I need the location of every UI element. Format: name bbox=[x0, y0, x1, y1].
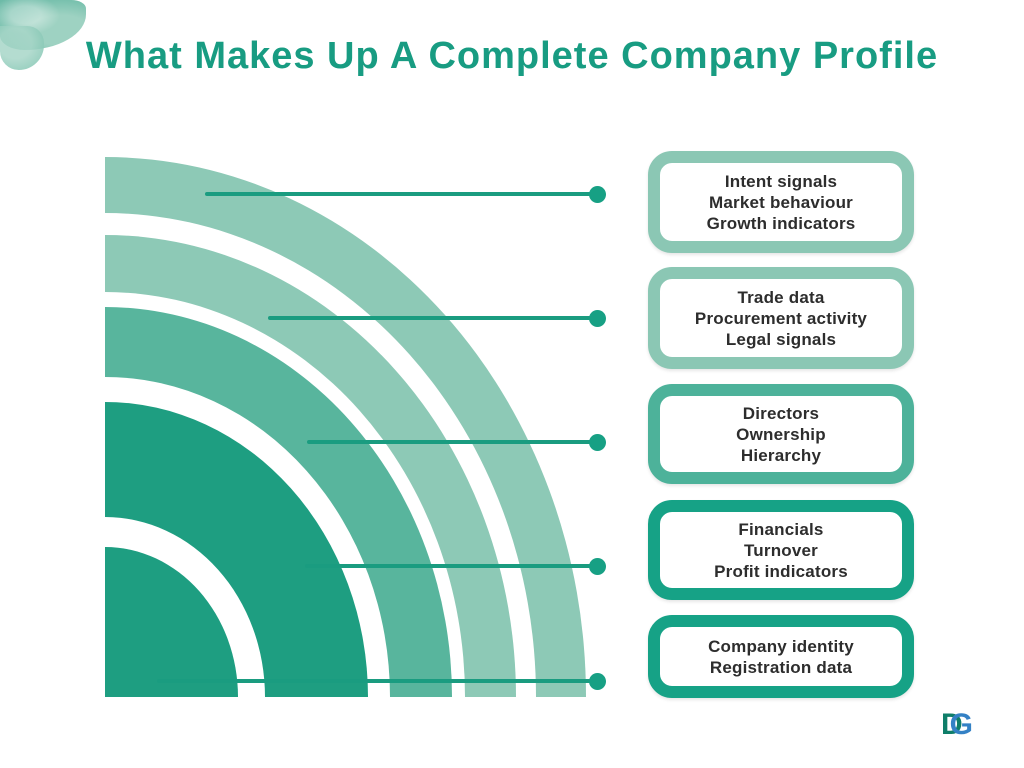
card-trade-data: Trade data Procurement activity Legal si… bbox=[648, 267, 914, 369]
card-text-line: Market behaviour bbox=[709, 192, 853, 212]
connector-dot-1 bbox=[589, 186, 606, 203]
connector-dot-5 bbox=[589, 673, 606, 690]
connector-dot-2 bbox=[589, 310, 606, 327]
card-text-line: Ownership bbox=[736, 424, 826, 444]
connector-dot-4 bbox=[589, 558, 606, 575]
connector-line-1 bbox=[205, 192, 597, 196]
card-text-line: Intent signals bbox=[724, 171, 838, 191]
card-company-identity: Company identity Registration data bbox=[648, 615, 914, 698]
connector-line-3 bbox=[307, 440, 597, 444]
card-financials: Financials Turnover Profit indicators bbox=[648, 500, 914, 600]
card-text-line: Hierarchy bbox=[740, 445, 822, 465]
ring-center-disc bbox=[105, 547, 238, 697]
connector-line-5 bbox=[157, 679, 597, 683]
card-text-line: Financials bbox=[738, 519, 824, 539]
card-text-line: Registration data bbox=[709, 657, 853, 677]
concentric-rings-graphic bbox=[105, 157, 586, 697]
dg-logo: DG bbox=[941, 706, 973, 744]
card-text-line: Procurement activity bbox=[694, 308, 868, 328]
card-text-line: Profit indicators bbox=[714, 561, 848, 581]
card-text-line: Company identity bbox=[708, 636, 854, 656]
card-intent-signals: Intent signals Market behaviour Growth i… bbox=[648, 151, 914, 253]
card-text-line: Turnover bbox=[743, 540, 819, 560]
dg-logo-letter-d: D bbox=[941, 708, 963, 741]
page-title: What Makes Up A Complete Company Profile bbox=[85, 35, 939, 77]
card-text-line: Growth indicators bbox=[706, 213, 856, 233]
card-text-line: Directors bbox=[742, 403, 820, 423]
card-text-line: Trade data bbox=[737, 287, 825, 307]
card-directors: Directors Ownership Hierarchy bbox=[648, 384, 914, 484]
dg-logo-letter-g: G bbox=[949, 708, 974, 741]
card-text-line: Legal signals bbox=[725, 329, 837, 349]
connector-dot-3 bbox=[589, 434, 606, 451]
connector-line-2 bbox=[268, 316, 597, 320]
connector-line-4 bbox=[305, 564, 597, 568]
